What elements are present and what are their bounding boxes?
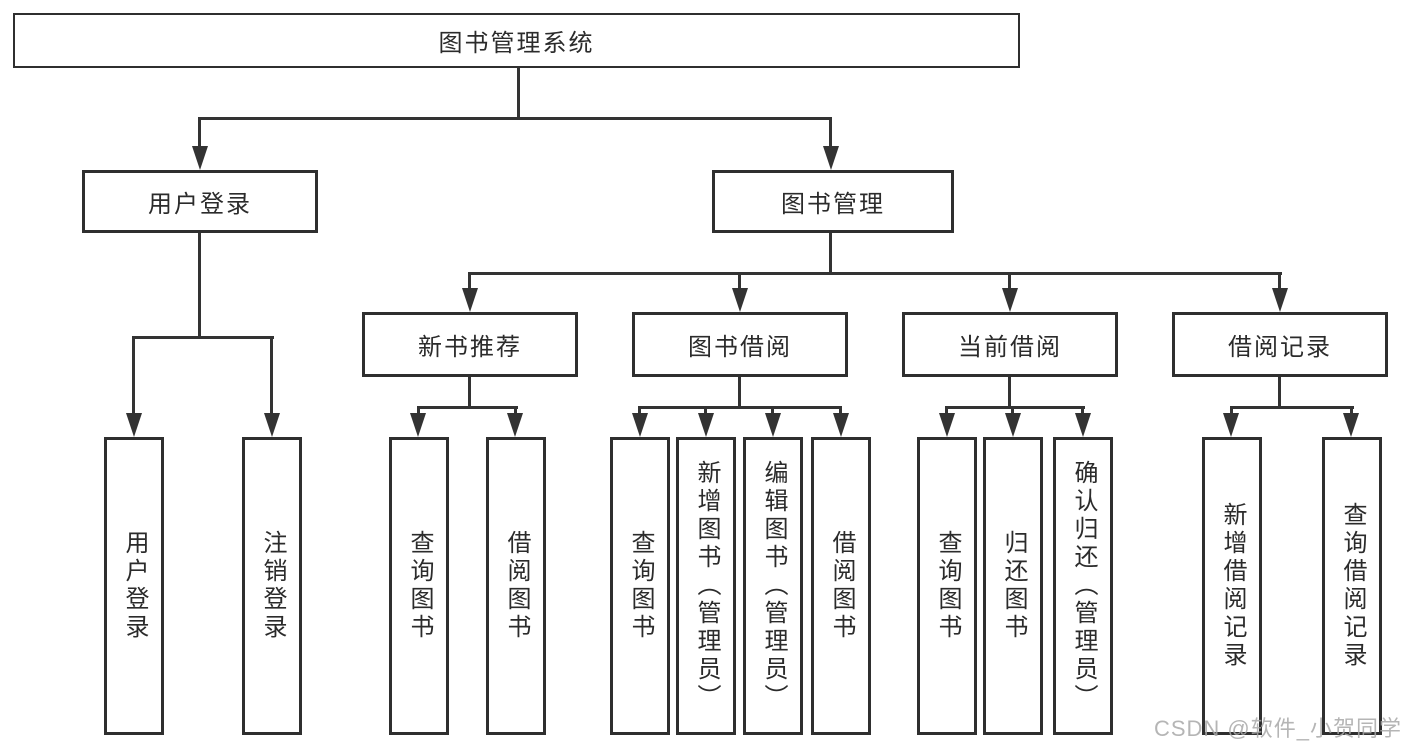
leaf-add-borrow-record: 新增借阅记录 (1202, 437, 1262, 735)
node-book-borrow-label: 图书借阅 (688, 334, 792, 361)
node-borrow-records-label: 借阅记录 (1228, 334, 1332, 361)
connector-vline (1278, 272, 1281, 292)
leaf-confirm-return-admin: 确认归还（管理员） (1053, 437, 1113, 735)
node-book-borrow: 图书借阅 (632, 312, 848, 377)
arrowhead-down-icon (1223, 413, 1239, 437)
connector-vline (945, 406, 948, 416)
arrowhead-down-icon (1005, 413, 1021, 437)
connector-hline (198, 117, 832, 120)
leaf-borrow-books-2: 借阅图书 (811, 437, 871, 735)
leaf-query-borrow-record-label: 查询借阅记录 (1339, 502, 1366, 670)
connector-hline (468, 272, 1282, 275)
connector-vline (1278, 377, 1281, 408)
node-current-borrow-label: 当前借阅 (958, 334, 1062, 361)
connector-vline (198, 117, 201, 150)
arrowhead-down-icon (1343, 413, 1359, 437)
arrowhead-down-icon (939, 413, 955, 437)
connector-vline (1011, 406, 1014, 416)
connector-vline (829, 233, 832, 275)
leaf-borrow-books-1-label: 借阅图书 (503, 530, 530, 642)
node-root-system: 图书管理系统 (13, 13, 1020, 68)
node-current-borrow: 当前借阅 (902, 312, 1118, 377)
leaf-borrow-books-1: 借阅图书 (486, 437, 546, 735)
arrowhead-down-icon (765, 413, 781, 437)
node-root-label: 图书管理系统 (438, 30, 595, 57)
connector-vline (1350, 406, 1353, 416)
connector-hline (132, 336, 274, 339)
leaf-query-books-3: 查询图书 (917, 437, 977, 735)
arrowhead-down-icon (462, 288, 478, 312)
leaf-logout: 注销登录 (242, 437, 302, 735)
connector-hline (1230, 406, 1354, 409)
connector-vline (829, 117, 832, 150)
connector-vline (517, 68, 520, 120)
arrowhead-down-icon (1075, 413, 1091, 437)
connector-vline (270, 336, 273, 416)
leaf-query-books-3-label: 查询图书 (934, 530, 961, 642)
connector-vline (738, 377, 741, 408)
arrowhead-down-icon (823, 146, 839, 170)
leaf-query-books-1-label: 查询图书 (406, 530, 433, 642)
leaf-return-books-label: 归还图书 (1000, 530, 1027, 642)
arrowhead-down-icon (698, 413, 714, 437)
node-borrow-records: 借阅记录 (1172, 312, 1388, 377)
arrowhead-down-icon (1002, 288, 1018, 312)
arrowhead-down-icon (1272, 288, 1288, 312)
arrowhead-down-icon (264, 413, 280, 437)
leaf-query-books-2: 查询图书 (610, 437, 670, 735)
arrowhead-down-icon (732, 288, 748, 312)
connector-vline (417, 406, 420, 416)
leaf-confirm-return-admin-label: 确认归还（管理员） (1070, 460, 1097, 712)
arrowhead-down-icon (192, 146, 208, 170)
leaf-query-books-2-label: 查询图书 (627, 530, 654, 642)
arrowhead-down-icon (507, 413, 523, 437)
node-user-login-label: 用户登录 (148, 191, 252, 218)
node-user-login: 用户登录 (82, 170, 318, 233)
arrowhead-down-icon (410, 413, 426, 437)
connector-hline (945, 406, 1085, 409)
connector-vline (771, 406, 774, 416)
connector-vline (638, 406, 641, 416)
connector-vline (1081, 406, 1084, 416)
arrowhead-down-icon (126, 413, 142, 437)
node-new-book-recommend-label: 新书推荐 (418, 334, 522, 361)
connector-vline (468, 272, 471, 292)
connector-vline (468, 377, 471, 408)
arrowhead-down-icon (833, 413, 849, 437)
leaf-edit-books-admin: 编辑图书（管理员） (743, 437, 803, 735)
leaf-user-login: 用户登录 (104, 437, 164, 735)
connector-vline (198, 233, 201, 339)
connector-vline (1008, 377, 1011, 408)
leaf-return-books: 归还图书 (983, 437, 1043, 735)
connector-vline (132, 336, 135, 416)
arrowhead-down-icon (632, 413, 648, 437)
leaf-query-borrow-record: 查询借阅记录 (1322, 437, 1382, 735)
connector-vline (1008, 272, 1011, 292)
node-new-book-recommend: 新书推荐 (362, 312, 578, 377)
connector-hline (638, 406, 842, 409)
connector-hline (417, 406, 518, 409)
leaf-edit-books-admin-label: 编辑图书（管理员） (760, 460, 787, 712)
leaf-query-books-1: 查询图书 (389, 437, 449, 735)
connector-vline (839, 406, 842, 416)
connector-vline (704, 406, 707, 416)
connector-vline (1230, 406, 1233, 416)
connector-vline (738, 272, 741, 292)
leaf-user-login-label: 用户登录 (121, 530, 148, 642)
leaf-logout-label: 注销登录 (259, 530, 286, 642)
leaf-borrow-books-2-label: 借阅图书 (828, 530, 855, 642)
leaf-add-books-admin-label: 新增图书（管理员） (693, 460, 720, 712)
node-book-management-label: 图书管理 (781, 191, 885, 218)
leaf-add-borrow-record-label: 新增借阅记录 (1219, 502, 1246, 670)
connector-vline (514, 406, 517, 416)
node-book-management: 图书管理 (712, 170, 954, 233)
leaf-add-books-admin: 新增图书（管理员） (676, 437, 736, 735)
csdn-watermark: CSDN @软件_小贺同学 (1153, 716, 1402, 741)
